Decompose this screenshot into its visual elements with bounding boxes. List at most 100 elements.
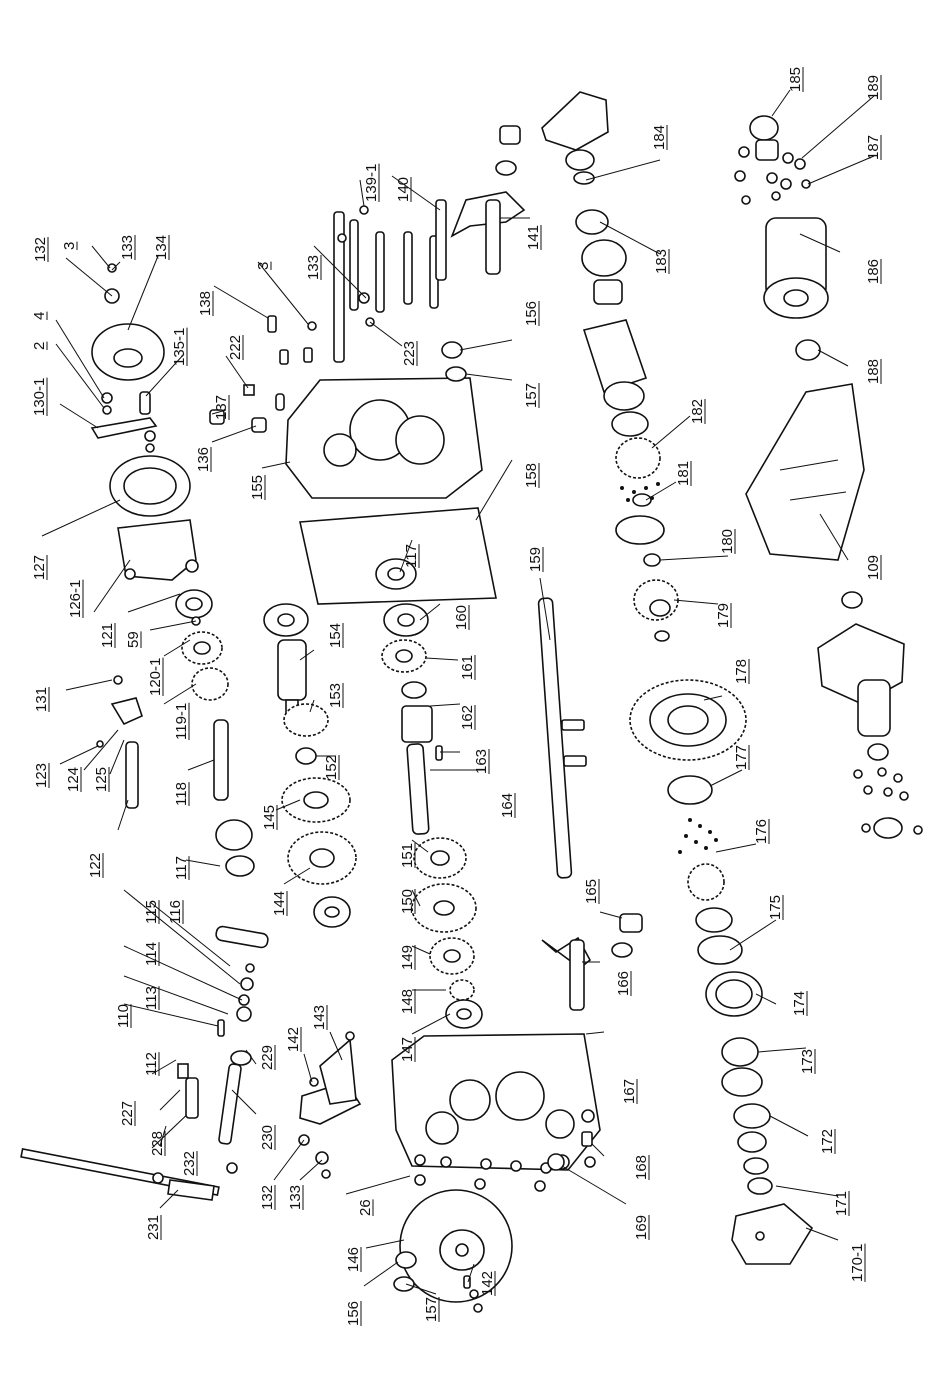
callout-label: 227 [119, 1101, 136, 1126]
callout-label: 179 [715, 603, 732, 628]
callout-label: 133 [287, 1185, 304, 1210]
leader-lines [41, 89, 875, 1295]
callout-label: 178 [733, 659, 750, 684]
callout-label: 114 [143, 942, 160, 966]
callout-label: 124 [65, 767, 82, 792]
callout-label: 133 [119, 235, 136, 260]
callout-label: 172 [819, 1129, 836, 1154]
label-underlines [46, 66, 882, 1326]
callout-label: 228 [149, 1131, 166, 1156]
callout-label: 177 [733, 745, 750, 770]
callout-label: 4 [31, 312, 48, 320]
callout-label: 162 [459, 705, 476, 730]
callout-label: 156 [523, 301, 540, 326]
callout-label: 135-1 [171, 328, 188, 366]
callout-label: 189 [865, 75, 882, 100]
callout-label: 168 [633, 1155, 650, 1180]
callout-label: 134 [153, 235, 170, 260]
callout-label: 136 [195, 447, 212, 472]
callout-label: 176 [753, 819, 770, 844]
callout-label: 142 [479, 1271, 496, 1296]
callout-label: 155 [249, 475, 266, 500]
callout-label: 180 [719, 529, 736, 554]
callout-label: 174 [791, 991, 808, 1016]
callout-label: 171 [833, 1191, 850, 1216]
callout-label: 2 [31, 342, 48, 350]
callout-label: 169 [633, 1215, 650, 1240]
callout-label: 144 [271, 891, 288, 916]
callout-label: 127 [31, 555, 48, 580]
callout-label: 222 [227, 335, 244, 360]
callout-label: 133 [305, 255, 322, 280]
callout-label: 223 [401, 341, 418, 366]
callout-label: 115 [143, 900, 160, 924]
callout-label: 59 [125, 631, 142, 648]
callout-label: 183 [653, 249, 670, 274]
callout-label: 117 [173, 856, 190, 880]
callout-label: 132 [32, 237, 49, 262]
callout-label: 122 [87, 853, 104, 878]
callout-label: 121 [99, 623, 116, 648]
callout-label: 182 [689, 399, 706, 424]
callout-label: 151 [399, 843, 416, 868]
callout-label: 159 [527, 547, 544, 572]
callout-label: 150 [399, 889, 416, 914]
callout-label: 147 [399, 1037, 416, 1062]
callout-label: 160 [453, 605, 470, 630]
callout-label: 187 [865, 135, 882, 160]
callout-label: 175 [767, 895, 784, 920]
callout-label: 145 [261, 805, 278, 830]
callout-label: 157 [423, 1297, 440, 1322]
callout-label: 116 [167, 900, 184, 924]
callout-label: 142 [285, 1027, 302, 1052]
callout-label: 146 [345, 1247, 362, 1272]
callout-label: 231 [145, 1215, 162, 1240]
callout-label: 140 [395, 177, 412, 202]
part-drawings [20, 91, 923, 1313]
callout-label: 131 [33, 687, 50, 712]
callout-label: 149 [399, 945, 416, 970]
callout-label: 143 [311, 1005, 328, 1030]
callout-label: 158 [523, 463, 540, 488]
callout-label: 164 [499, 793, 516, 818]
callout-label: 232 [181, 1151, 198, 1176]
callout-label: 138 [197, 291, 214, 316]
callout-label: 154 [327, 623, 344, 648]
callout-label: 185 [787, 67, 804, 92]
callout-label: 156 [345, 1301, 362, 1326]
callout-label: 170-1 [849, 1244, 866, 1282]
callout-label: 157 [523, 383, 540, 408]
callout-label: 161 [459, 655, 476, 680]
callout-label: 167 [621, 1079, 638, 1104]
callout-label: 120-1 [147, 658, 164, 696]
callout-label: 118 [173, 782, 190, 806]
callout-label: 119-1 [173, 703, 190, 740]
callout-label: 3 [61, 242, 78, 250]
callout-label: 166 [615, 971, 632, 996]
callout-label: 117 [403, 544, 420, 568]
callout-label: 173 [799, 1049, 816, 1074]
callout-label: 230 [259, 1125, 276, 1150]
callout-label: 188 [865, 359, 882, 384]
callout-label: 152 [323, 755, 340, 780]
callout-label: 26 [357, 1199, 374, 1216]
callout-label: 229 [259, 1045, 276, 1070]
callout-label: 123 [33, 763, 50, 788]
callout-label: 112 [143, 1052, 160, 1076]
callout-labels: 132 3 133 134 4 2 130-1 135-1 127 126-1 … [31, 67, 882, 1326]
callout-label: 3 [255, 262, 272, 270]
callout-label: 165 [583, 879, 600, 904]
callout-label: 148 [399, 989, 416, 1014]
callout-label: 181 [675, 461, 692, 486]
callout-label: 130-1 [31, 378, 48, 416]
callout-label: 137 [213, 395, 230, 420]
callout-label: 186 [865, 259, 882, 284]
callout-label: 141 [525, 225, 542, 250]
callout-label: 109 [865, 555, 882, 580]
callout-label: 125 [93, 767, 110, 792]
callout-label: 113 [143, 986, 160, 1010]
callout-label: 163 [473, 749, 490, 774]
callout-label: 132 [259, 1185, 276, 1210]
callout-label: 184 [651, 125, 668, 150]
